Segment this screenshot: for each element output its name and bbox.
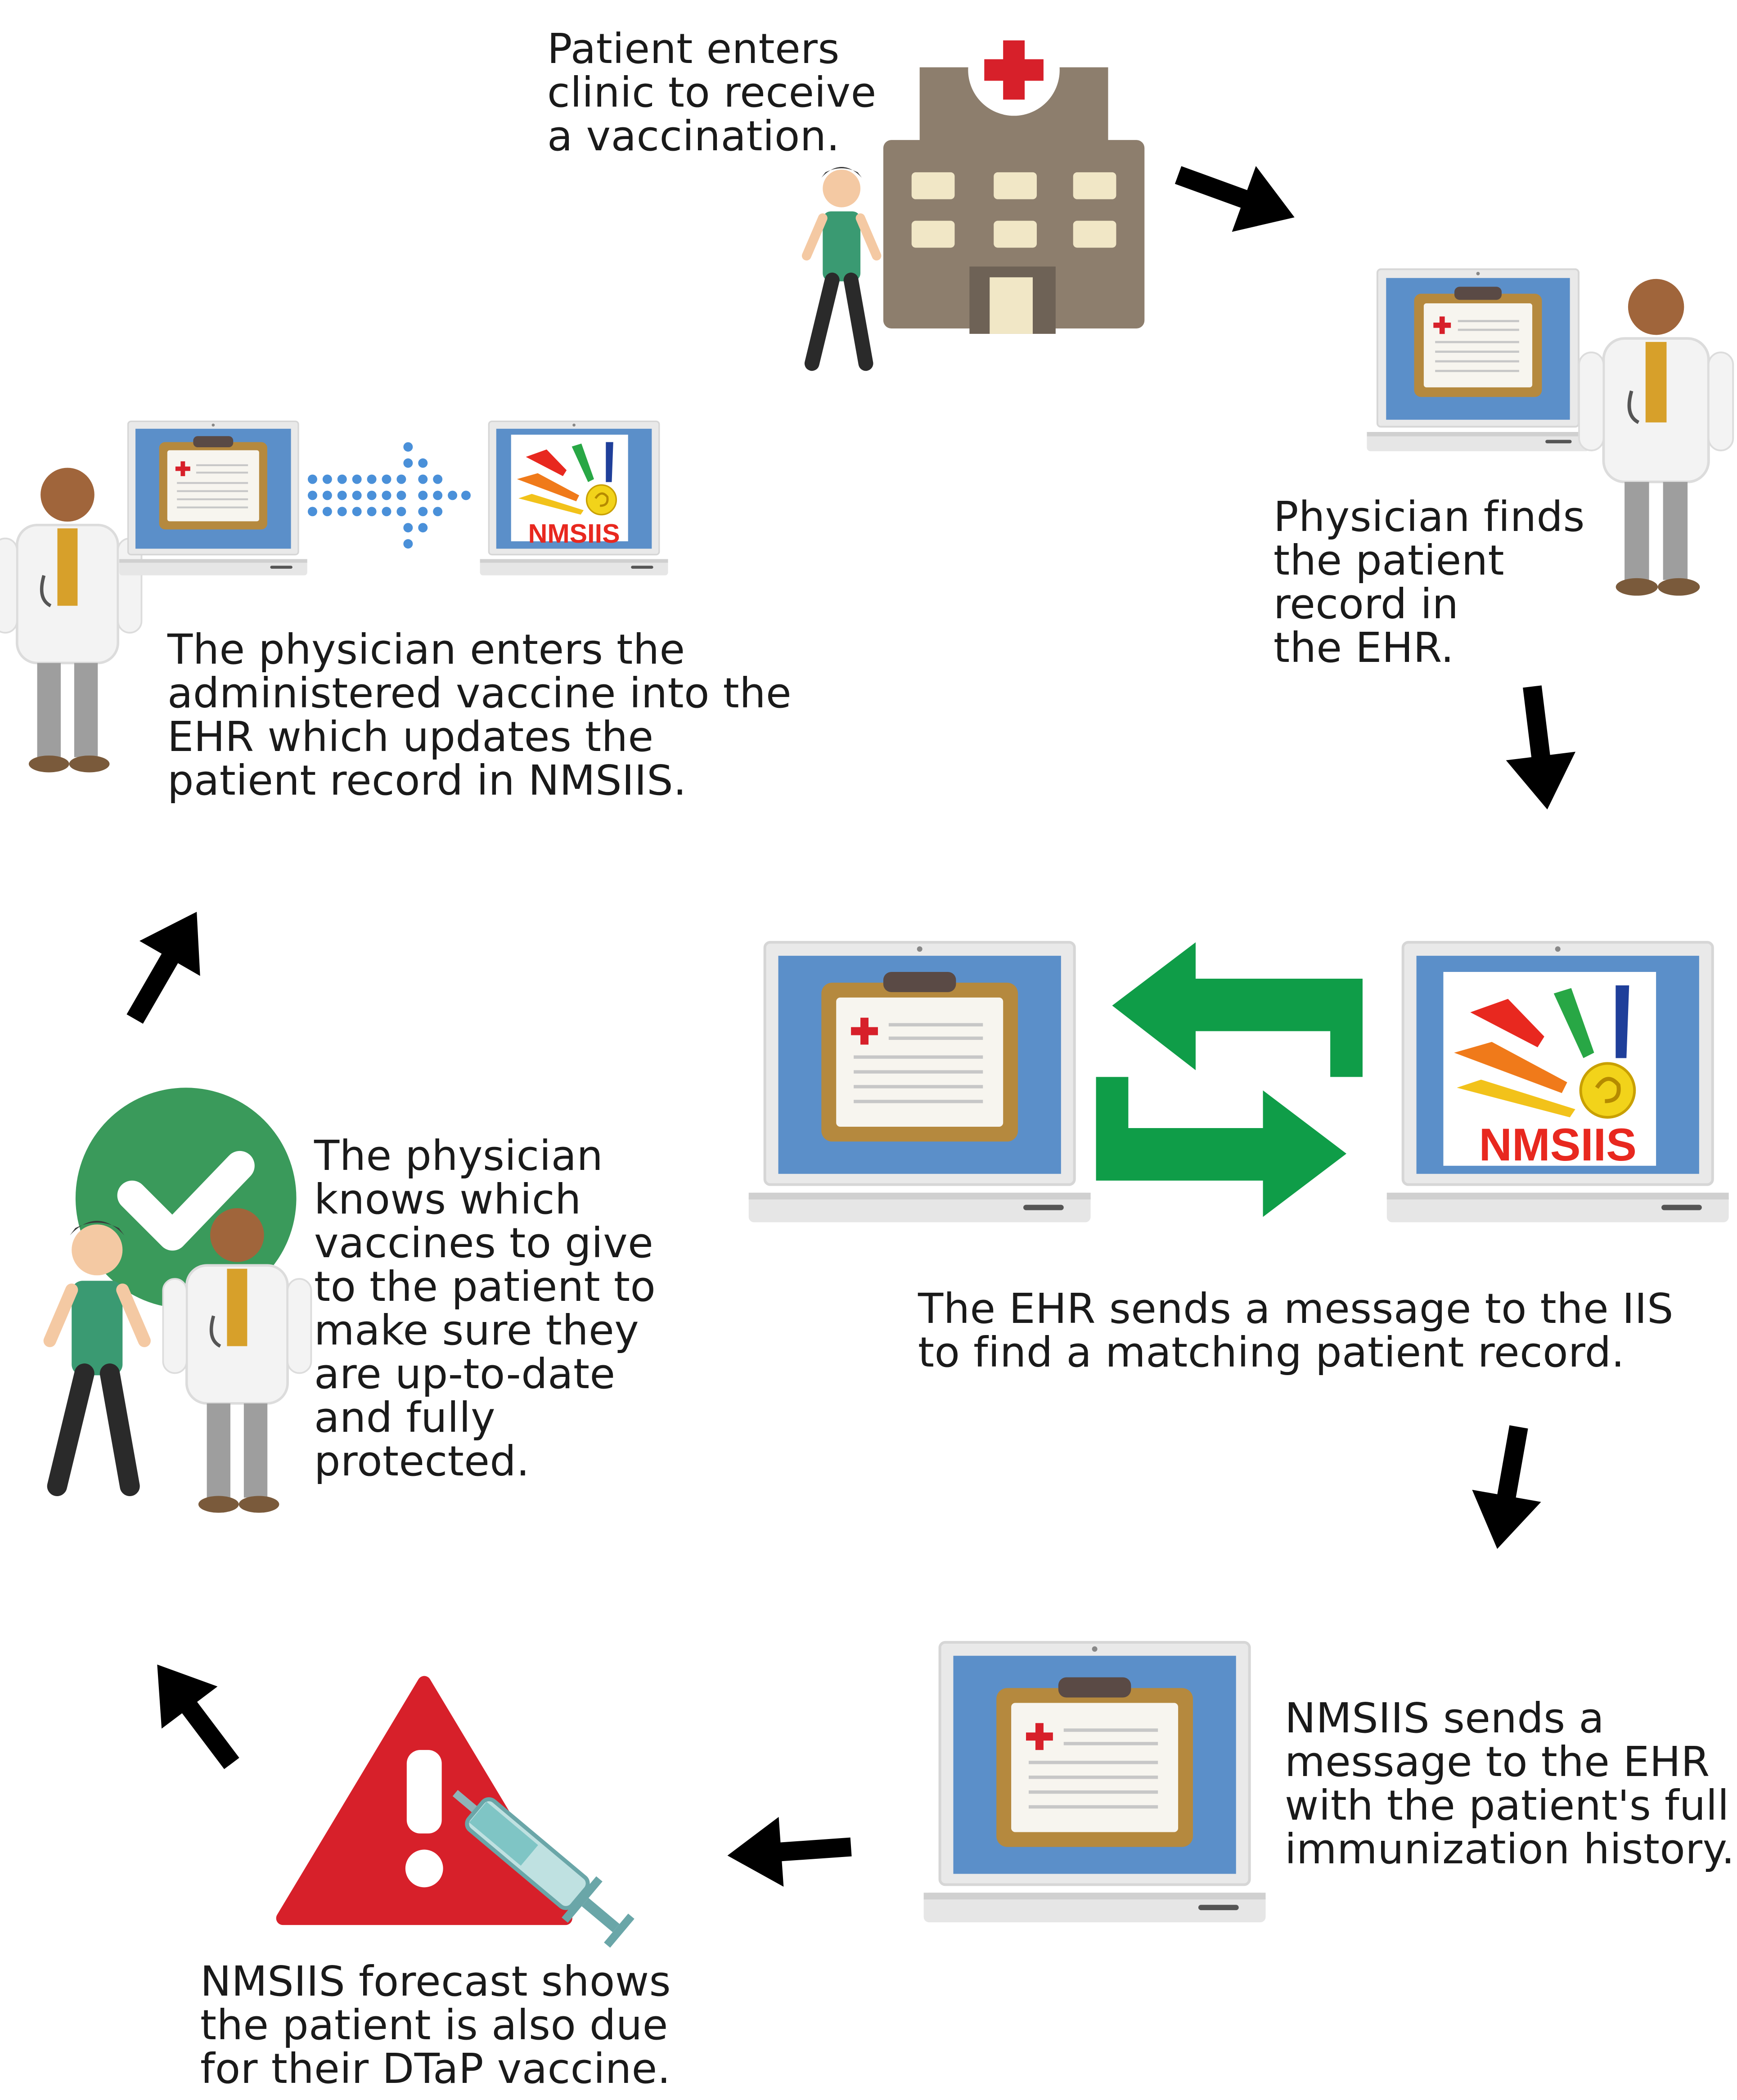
arrow-icon: [1462, 1421, 1553, 1555]
step2-caption: Physician finds the patient record in th…: [1274, 495, 1585, 670]
arrow-icon: [129, 1643, 260, 1785]
caption-line: Physician finds: [1274, 493, 1585, 541]
caption-line: NMSIIS forecast shows: [200, 1957, 671, 2006]
caption-line: Patient enters: [547, 25, 840, 73]
caption-line: a vaccination.: [547, 112, 840, 160]
caption-line: the EHR.: [1274, 624, 1454, 672]
step4-caption: NMSIIS sends a message to the EHR with t…: [1285, 1696, 1735, 1871]
nmsiis-logo-large: NMSIIS: [1479, 1119, 1637, 1170]
step1-caption: Patient enters clinic to receive a vacci…: [547, 27, 877, 158]
caption-line: for their DTaP vaccine.: [200, 2045, 671, 2093]
caption-line: protected.: [314, 1437, 530, 1485]
caption-line: record in: [1274, 580, 1459, 628]
caption-line: knows which: [314, 1175, 581, 1223]
caption-line: message to the EHR: [1285, 1738, 1710, 1786]
syringe-icon: [452, 1790, 634, 1948]
caption-line: The physician: [314, 1132, 603, 1180]
caption-line: to the patient to: [314, 1263, 656, 1311]
hospital-icon: [883, 24, 1145, 334]
arrow-icon: [104, 894, 227, 1037]
caption-line: patient record in NMSIIS.: [167, 756, 687, 805]
ehr-laptop-icon: [749, 942, 1091, 1222]
caption-line: EHR which updates the: [167, 713, 654, 761]
arrow-icon: [1166, 142, 1307, 251]
nmsiis-logo-small: NMSIIS: [528, 518, 620, 549]
ehr-laptop-icon: [1366, 268, 1590, 452]
patient-icon: [806, 167, 877, 364]
arrow-icon: [725, 1812, 854, 1891]
physician-icon: [1579, 279, 1733, 596]
caption-line: The physician enters the: [167, 625, 685, 674]
caption-line: are up-to-date: [314, 1350, 616, 1398]
caption-line: The EHR sends a message to the IIS: [918, 1285, 1674, 1333]
warning-icon: [276, 1676, 572, 1925]
step7-caption: The physician enters the administered va…: [167, 628, 792, 802]
caption-line: NMSIIS sends a: [1285, 1694, 1605, 1742]
caption-line: clinic to receive: [547, 68, 877, 117]
sync-arrows-icon: [1096, 942, 1363, 1217]
caption-line: the patient is also due: [200, 2001, 668, 2049]
step5-caption: NMSIIS forecast shows the patient is als…: [200, 1960, 671, 2091]
step3-caption: The EHR sends a message to the IIS to fi…: [918, 1287, 1674, 1374]
caption-line: immunization history.: [1285, 1825, 1735, 1873]
caption-line: vaccines to give: [314, 1219, 654, 1267]
nmsiis-laptop-icon: NMSIIS: [479, 420, 669, 576]
caption-line: the patient: [1274, 536, 1505, 585]
ehr-laptop-icon: [118, 420, 308, 576]
caption-line: with the patient's full: [1285, 1781, 1729, 1830]
physician-icon: [0, 468, 142, 773]
nmsiis-laptop-icon: NMSIIS: [1387, 942, 1729, 1222]
caption-line: make sure they: [314, 1306, 639, 1354]
caption-line: and fully: [314, 1394, 496, 1442]
ehr-laptop-icon: [924, 1642, 1266, 1922]
caption-line: administered vaccine into the: [167, 669, 792, 717]
step6-caption: The physician knows which vaccines to gi…: [314, 1134, 656, 1483]
dotted-arrow-icon: [307, 442, 471, 549]
arrow-icon: [1497, 682, 1582, 814]
caption-line: to find a matching patient record.: [918, 1328, 1625, 1376]
